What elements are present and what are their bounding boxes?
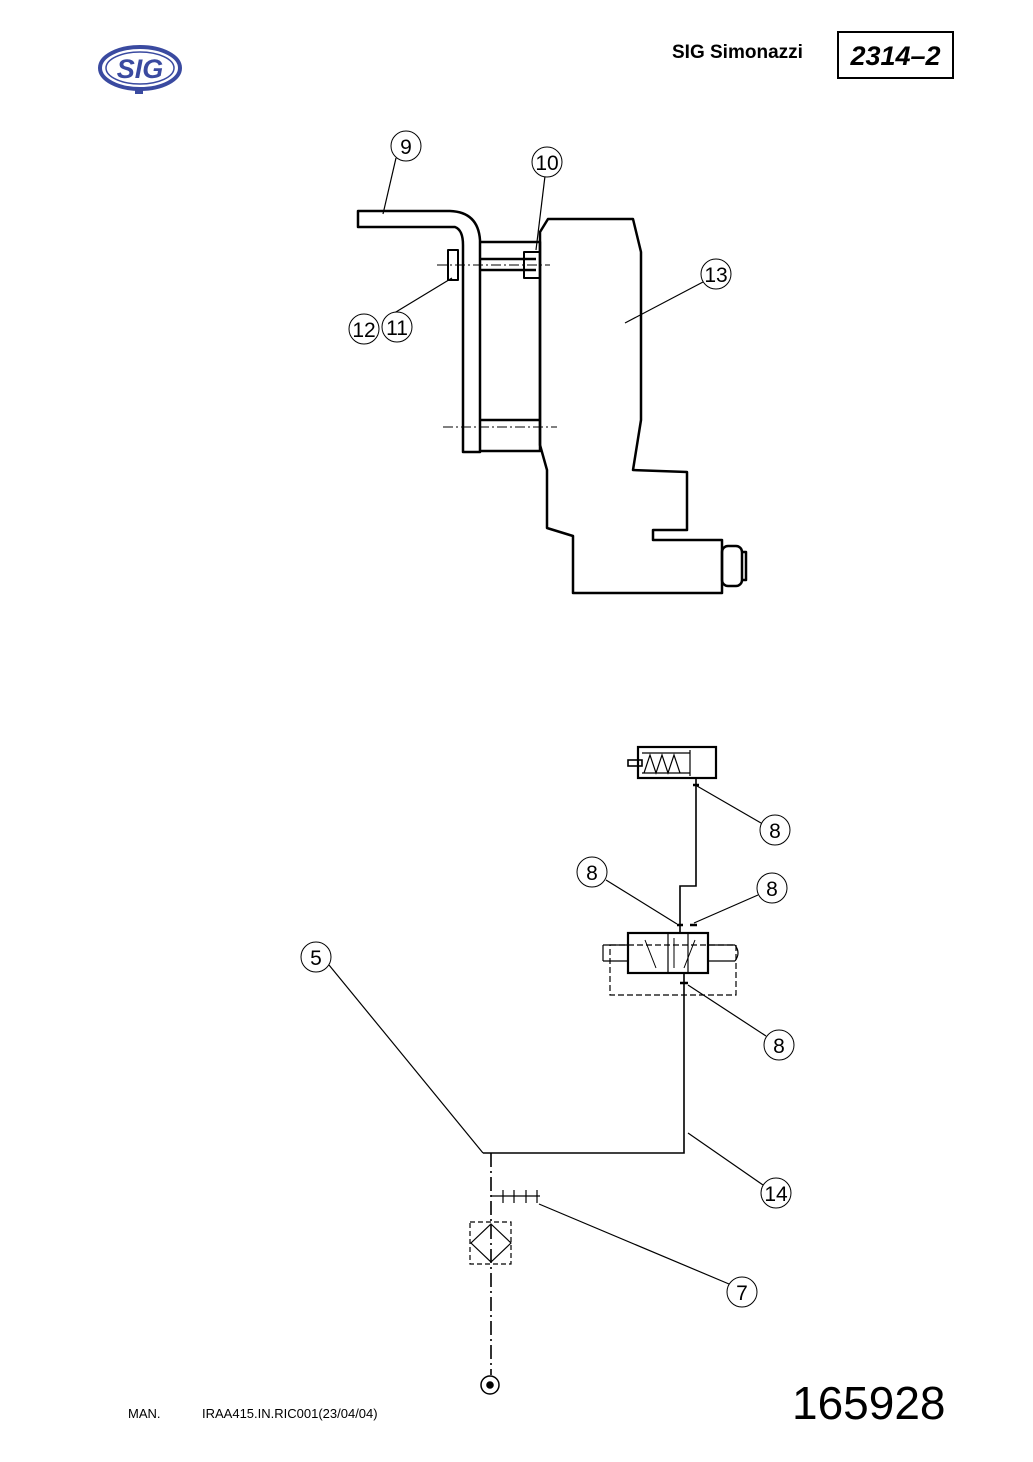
callout-5: 5: [300, 941, 332, 973]
callout-11: 11: [381, 311, 413, 343]
leader-lines: [328, 157, 767, 1285]
callout-13: 13: [700, 258, 732, 290]
svg-text:12: 12: [352, 319, 375, 342]
callout-10: 10: [531, 146, 563, 178]
svg-text:8: 8: [769, 820, 781, 843]
callout-8-d: 8: [763, 1029, 795, 1061]
svg-text:9: 9: [400, 136, 412, 159]
svg-text:8: 8: [773, 1035, 785, 1058]
pneumatic-schematic: [469, 745, 739, 1395]
svg-text:14: 14: [764, 1183, 788, 1206]
svg-text:8: 8: [586, 862, 598, 885]
svg-text:8: 8: [766, 878, 778, 901]
callout-8-a: 8: [759, 814, 791, 846]
footer-man-label: MAN.: [128, 1406, 161, 1421]
svg-text:13: 13: [704, 264, 727, 287]
sig-logo: SIG: [97, 44, 185, 96]
callout-8-c: 8: [756, 872, 788, 904]
svg-text:7: 7: [736, 1282, 748, 1305]
callout-12: 12: [348, 313, 380, 345]
callout-8-b: 8: [576, 856, 608, 888]
footer-reference: IRAA415.IN.RIC001(23/04/04): [202, 1406, 378, 1421]
callouts: 9 10 13 12 11 8 8 8 5 8 14 7: [300, 130, 795, 1308]
center-lines: [437, 264, 557, 428]
svg-text:10: 10: [535, 152, 558, 175]
svg-text:11: 11: [386, 317, 408, 340]
mechanical-assembly-drawing: [356, 209, 748, 595]
callout-7: 7: [726, 1276, 758, 1308]
company-name: SIG Simonazzi: [672, 42, 803, 63]
footer-code: 165928: [792, 1377, 946, 1429]
callout-9: 9: [390, 130, 422, 162]
svg-text:5: 5: [310, 947, 322, 970]
svg-text:SIG: SIG: [117, 54, 164, 84]
document-number: 2314–2: [837, 31, 954, 79]
callout-14: 14: [760, 1177, 792, 1209]
